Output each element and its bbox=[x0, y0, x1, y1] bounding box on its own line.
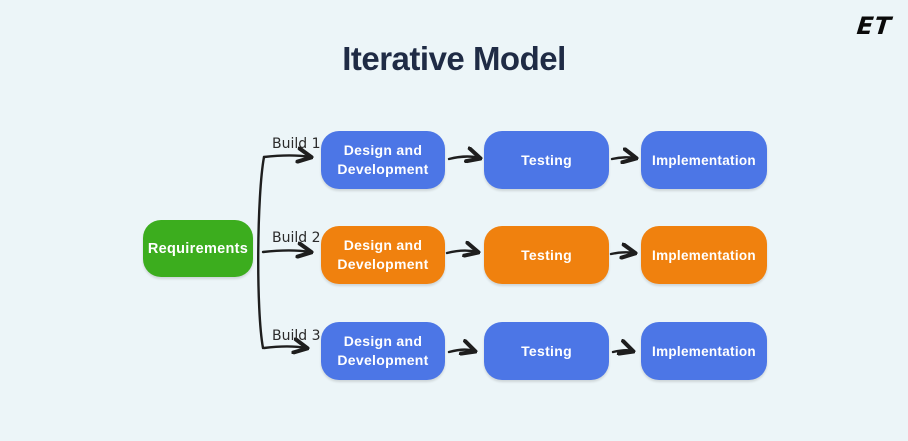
node-build2-design-development: Design and Development bbox=[321, 226, 445, 284]
row-2-design-to-testing-arrow bbox=[445, 251, 477, 253]
node-build2-testing: Testing bbox=[484, 226, 609, 284]
node-build3-implementation: Implementation bbox=[641, 322, 767, 380]
row-2-testing-to-implementation-arrow bbox=[609, 252, 634, 254]
node-build1-implementation: Implementation bbox=[641, 131, 767, 189]
node-requirements: Requirements bbox=[143, 220, 253, 277]
row-3-design-to-testing-arrow bbox=[447, 350, 474, 352]
build-3-label: Build 3 bbox=[272, 328, 321, 344]
node-build3-design-development: Design and Development bbox=[321, 322, 445, 380]
node-build1-testing: Testing bbox=[484, 131, 609, 189]
build-1-label: Build 1 bbox=[272, 136, 321, 152]
trunk-line bbox=[257, 155, 266, 350]
node-build3-testing: Testing bbox=[484, 322, 609, 380]
node-build1-design-development: Design and Development bbox=[321, 131, 445, 189]
row-1-testing-to-implementation-arrow bbox=[610, 157, 635, 159]
build-1-arrow bbox=[262, 156, 310, 158]
row-1-design-to-testing-arrow bbox=[447, 157, 479, 159]
row-3-testing-to-implementation-arrow bbox=[611, 350, 632, 352]
build-2-label: Build 2 bbox=[272, 230, 321, 246]
build-2-arrow bbox=[261, 251, 310, 253]
build-3-arrow bbox=[262, 347, 306, 349]
page-title: Iterative Model bbox=[342, 40, 566, 77]
node-build2-implementation: Implementation bbox=[641, 226, 767, 284]
